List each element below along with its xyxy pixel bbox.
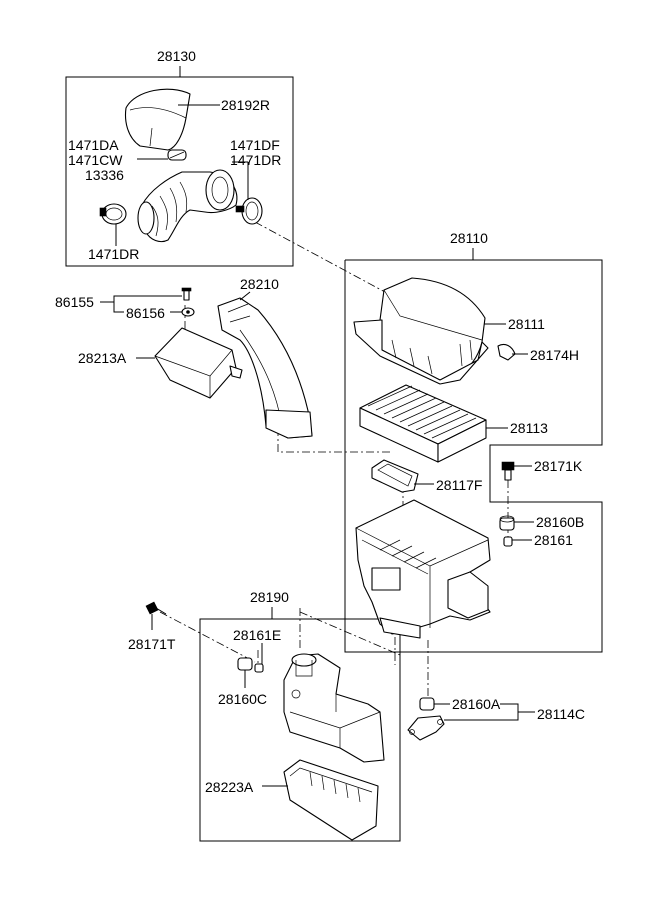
label-28160B: 28160B (536, 514, 584, 530)
label-86156: 86156 (126, 305, 165, 321)
grommet-86156 (181, 307, 195, 317)
label-28160C: 28160C (218, 691, 267, 707)
part-labels: 28130 28192R 1471DA 1471CW 13336 1471DF … (55, 48, 585, 795)
air-cleaner-cover-28111 (353, 277, 489, 385)
hose-clamp-small (167, 149, 187, 161)
label-28114C: 28114C (537, 706, 585, 722)
label-28223A: 28223A (205, 779, 254, 795)
clip-28174H (497, 343, 516, 361)
label-28161E: 28161E (233, 627, 281, 643)
resonator-cover-28192R (124, 88, 191, 151)
label-28174H: 28174H (530, 347, 579, 363)
label-28160A: 28160A (452, 696, 501, 712)
air-duct-28210 (217, 297, 313, 439)
hose-clamp-right (235, 197, 263, 225)
label-28192R: 28192R (221, 97, 270, 113)
label-28161: 28161 (534, 532, 573, 548)
intake-hose-28130 (137, 169, 238, 243)
bolt-28171K (501, 461, 515, 481)
air-cleaner-lower-body (355, 499, 491, 639)
label-28171K: 28171K (534, 458, 583, 474)
label-28171T: 28171T (128, 636, 176, 652)
seal-ring-28117F (371, 459, 419, 493)
leader-lines (100, 104, 535, 787)
bracket-28213A (154, 327, 243, 399)
label-1471CW: 1471CW (68, 152, 123, 168)
label-28110: 28110 (450, 230, 488, 246)
label-28111: 28111 (508, 316, 545, 332)
resonator-28190 (283, 653, 385, 763)
label-86155: 86155 (55, 294, 94, 310)
label-28113: 28113 (510, 420, 548, 436)
hose-clamp-left (99, 203, 127, 225)
collar-28161 (503, 536, 513, 547)
air-filter-28113 (359, 384, 487, 463)
bracket-28114C (407, 715, 445, 741)
label-28190: 28190 (250, 589, 289, 605)
label-13336: 13336 (85, 167, 124, 183)
bolt-86155 (181, 287, 192, 301)
label-1471DF: 1471DF (230, 137, 280, 153)
collar-28161E (254, 663, 264, 673)
label-1471DA: 1471DA (68, 137, 119, 153)
label-28210: 28210 (240, 276, 279, 292)
tray-28223A (283, 759, 379, 841)
group-box-28110 (344, 248, 603, 653)
grommet-28160C (237, 657, 253, 671)
label-28117F: 28117F (436, 477, 482, 493)
label-1471DR-bottom: 1471DR (88, 246, 139, 262)
label-1471DR-top: 1471DR (230, 152, 281, 168)
bolt-28171T (145, 601, 167, 615)
grommet-28160A (419, 697, 435, 711)
label-28213A: 28213A (78, 350, 127, 366)
grommet-28160B (499, 515, 515, 531)
group-box-28130 (65, 66, 294, 267)
label-28130: 28130 (157, 48, 196, 64)
